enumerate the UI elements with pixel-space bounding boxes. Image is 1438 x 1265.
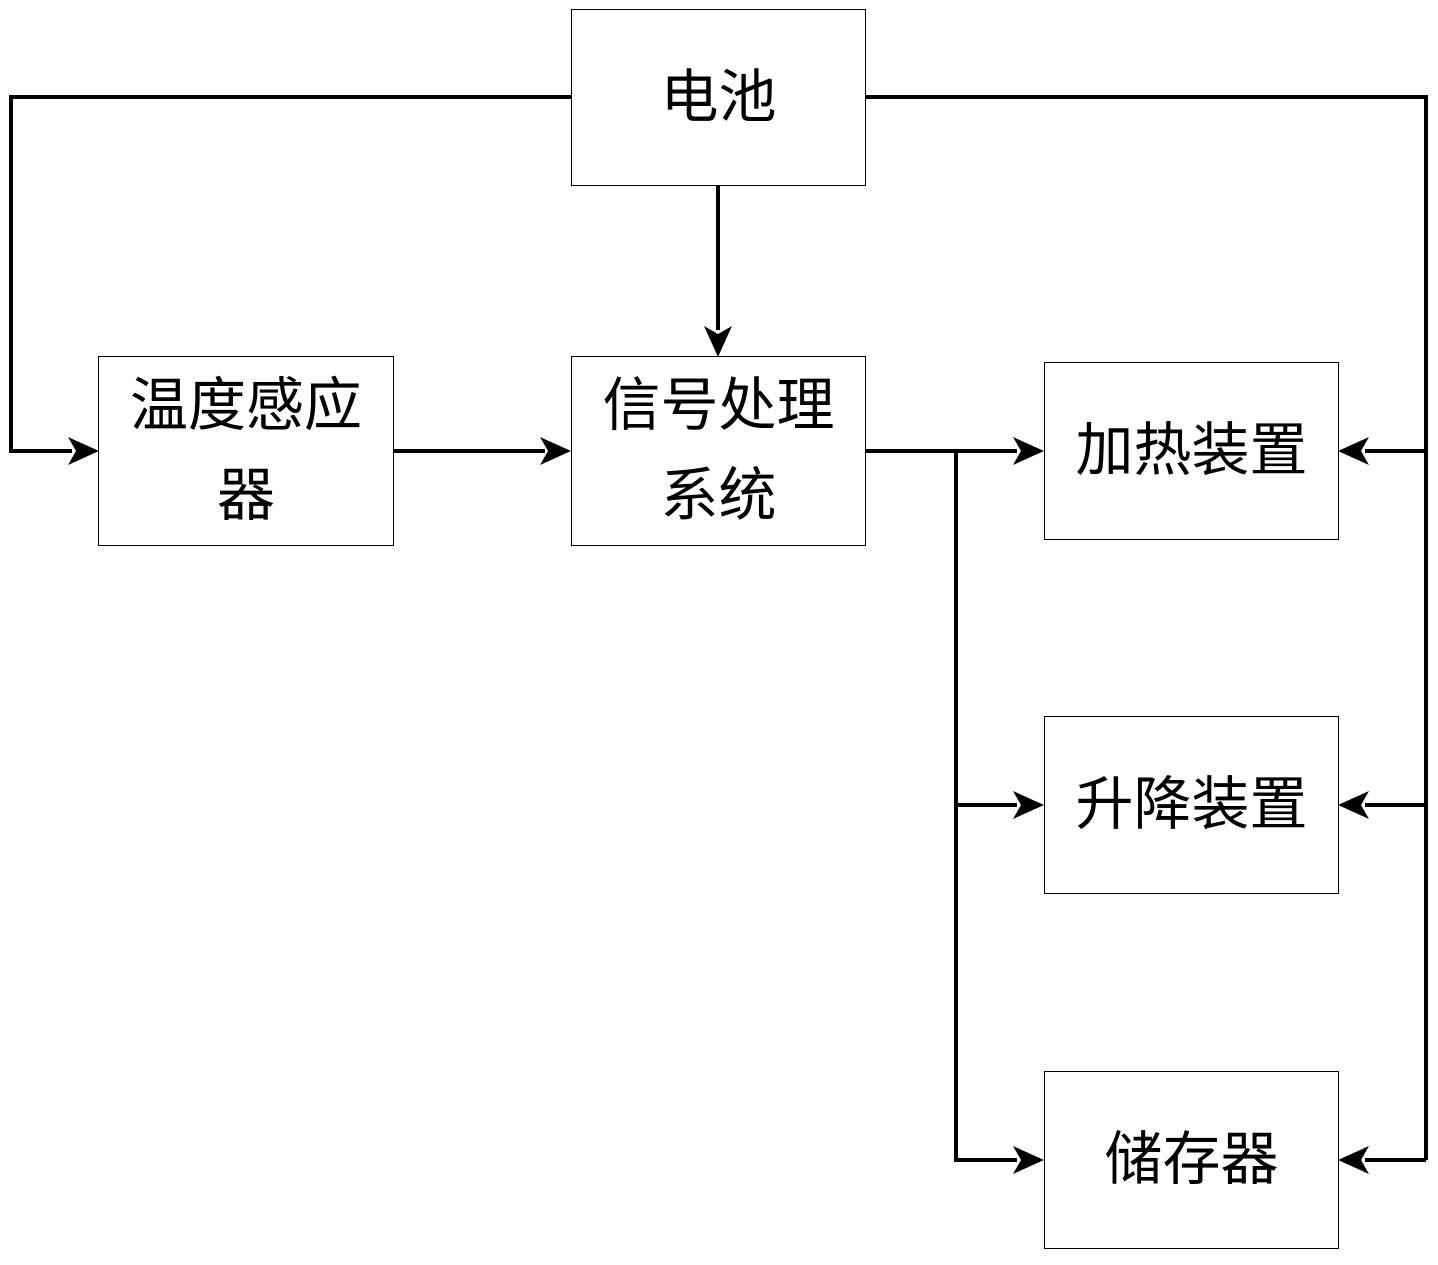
node-temp-sensor: 温度感应 器	[98, 356, 394, 546]
node-lift-label: 升降装置	[1075, 770, 1308, 839]
arrowhead-storage-left	[1013, 1146, 1044, 1174]
node-storage: 储存器	[1044, 1071, 1339, 1249]
arrowhead-signal-from-battery	[704, 326, 732, 357]
node-battery-label: 电池	[660, 62, 777, 131]
node-lift: 升降装置	[1044, 716, 1339, 894]
node-signal-processing-label-line2: 系统	[660, 461, 777, 529]
edge-battery-to-temp-sensor	[9, 95, 571, 453]
node-signal-processing: 信号处理 系统	[571, 356, 866, 546]
node-temp-sensor-label-line2: 器	[216, 461, 275, 529]
node-battery: 电池	[571, 9, 866, 186]
node-heater: 加热装置	[1044, 362, 1339, 540]
arrowhead-lift-left	[1013, 791, 1044, 819]
arrowhead-lift-right	[1338, 791, 1369, 819]
node-signal-processing-label-line1: 信号处理	[602, 371, 835, 440]
node-heater-label: 加热装置	[1075, 416, 1308, 485]
arrowhead-temp-sensor	[68, 437, 99, 465]
arrowhead-heater-left	[1013, 437, 1044, 465]
arrowhead-heater-right	[1338, 437, 1369, 465]
edge-battery-power-bus	[865, 95, 1428, 1160]
node-storage-label: 储存器	[1104, 1125, 1279, 1194]
node-temp-sensor-label-line1: 温度感应	[129, 371, 362, 440]
edge-signal-bus	[954, 451, 1017, 1162]
arrowhead-storage-right	[1338, 1146, 1369, 1174]
arrowhead-signal-from-sensor	[540, 437, 571, 465]
